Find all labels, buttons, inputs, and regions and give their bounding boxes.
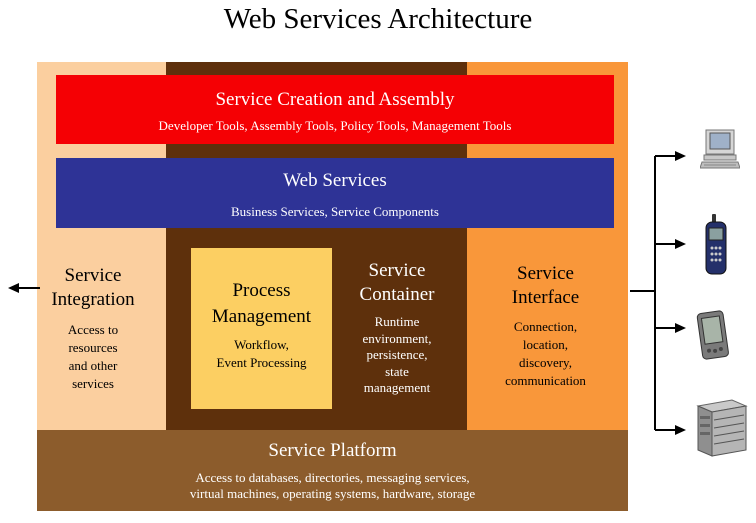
process-management-desc-1: Workflow, — [234, 337, 289, 352]
service-integration-block: Service Integration Access to resources … — [37, 264, 149, 393]
service-container-block: Service Container Runtime environment, p… — [340, 259, 454, 397]
service-container-desc-4: state — [385, 363, 409, 379]
process-management-box: Process Management Workflow, Event Proce… — [191, 248, 332, 409]
service-platform-desc-2: virtual machines, operating systems, har… — [189, 486, 476, 501]
service-interface-desc-2: location, — [522, 337, 569, 352]
service-container-desc-5: management — [363, 380, 431, 395]
process-management-title-2: Management — [211, 306, 312, 327]
service-interface-title-1: Service — [517, 263, 574, 284]
pda-icon — [696, 310, 729, 360]
service-creation-subtitle: Developer Tools, Assembly Tools, Policy … — [158, 118, 512, 133]
desktop-computer-icon — [700, 129, 740, 169]
service-container-desc-3: persistence, — [366, 347, 428, 362]
device-connector-arrows — [630, 151, 686, 435]
service-creation-title: Service Creation and Assembly — [215, 89, 455, 110]
process-management-title-1: Process — [232, 280, 291, 301]
web-services-subtitle: Business Services, Service Components — [231, 204, 439, 219]
service-container-desc-1: Runtime — [374, 314, 420, 329]
service-platform-desc-1: Access to databases, directories, messag… — [195, 470, 470, 485]
service-interface-block: Service Interface Connection, location, … — [467, 262, 624, 390]
service-container-title-1: Service — [368, 260, 426, 281]
service-creation-band: Service Creation and Assembly Developer … — [56, 75, 614, 144]
mobile-phone-icon — [705, 214, 727, 275]
service-integration-desc-3: and other — [68, 358, 118, 373]
diagram-title: Web Services Architecture — [223, 3, 533, 35]
service-integration-title-1: Service — [64, 265, 122, 286]
service-integration-title-2: Integration — [51, 289, 135, 310]
service-interface-desc-1: Connection, — [513, 319, 578, 334]
web-services-band: Web Services Business Services, Service … — [56, 158, 614, 228]
service-integration-desc-1: Access to — [67, 322, 119, 337]
service-platform-band: Service Platform Access to databases, di… — [37, 430, 628, 511]
integration-arrow-icon — [8, 283, 40, 293]
service-integration-desc-4: services — [72, 376, 114, 391]
web-services-title: Web Services — [283, 170, 387, 191]
service-interface-title-2: Interface — [511, 287, 580, 308]
server-icon — [696, 399, 748, 457]
service-interface-desc-4: communication — [505, 373, 586, 388]
service-integration-desc-2: resources — [68, 340, 118, 355]
service-interface-desc-3: discovery, — [519, 355, 572, 370]
service-container-desc-2: environment, — [362, 330, 432, 346]
process-management-desc-2: Event Processing — [216, 355, 307, 370]
service-container-title-2: Container — [359, 284, 435, 305]
service-platform-title: Service Platform — [268, 440, 397, 461]
